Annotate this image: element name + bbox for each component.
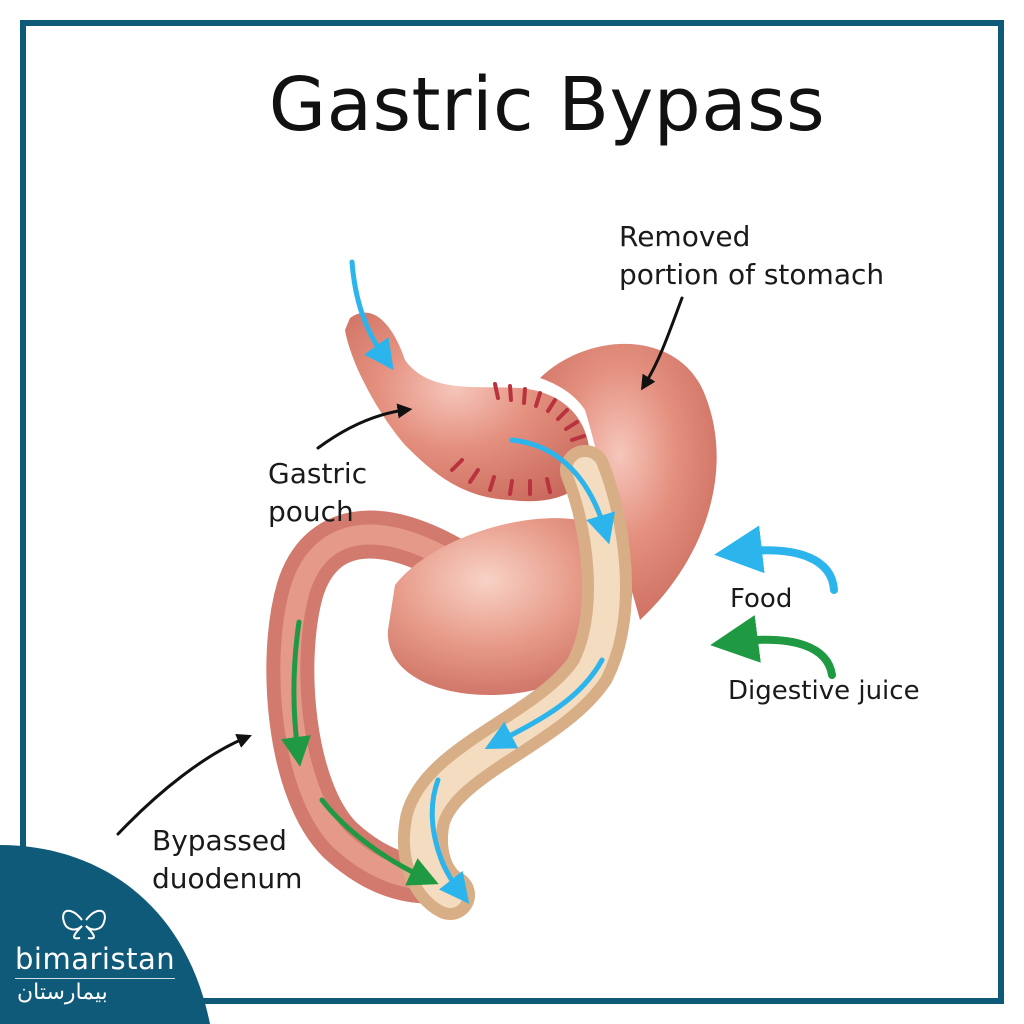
duodenum-label-line2: duodenum bbox=[152, 862, 303, 895]
diagram-title: Gastric Bypass bbox=[268, 62, 826, 148]
gastric-pouch bbox=[345, 312, 590, 502]
legend-digestive-juice-label: Digestive juice bbox=[728, 676, 920, 706]
pouch-pointer-arrow bbox=[316, 403, 413, 450]
label-pointer-arrows bbox=[116, 296, 684, 836]
food-flow-arrows bbox=[349, 259, 616, 904]
blue-curved-arrow-icon bbox=[714, 525, 838, 594]
staple-line bbox=[450, 382, 590, 496]
removed-stomach-portion bbox=[540, 343, 717, 620]
pouch-label-line2: pouch bbox=[268, 495, 354, 528]
gastric-pouch-label: Gastric pouch bbox=[268, 455, 367, 531]
duodenum-label-line1: Bypassed bbox=[152, 824, 287, 857]
removed-pointer-arrow bbox=[641, 296, 684, 391]
legend-food-label: Food bbox=[730, 584, 793, 614]
removed-label-line2: portion of stomach bbox=[619, 258, 885, 291]
duodenum-pointer-arrow bbox=[116, 734, 252, 836]
butterfly-logo-icon bbox=[62, 909, 106, 940]
brand-corner-shape bbox=[0, 845, 210, 1024]
bypassed-duodenum-label: Bypassed duodenum bbox=[152, 822, 302, 898]
removed-stomach-label: Removed portion of stomach bbox=[619, 218, 884, 294]
pouch-label-line1: Gastric bbox=[268, 457, 368, 490]
digestive-juice-arrows bbox=[281, 619, 439, 886]
removed-label-line1: Removed bbox=[619, 220, 751, 253]
green-curved-arrow-icon bbox=[710, 615, 836, 679]
